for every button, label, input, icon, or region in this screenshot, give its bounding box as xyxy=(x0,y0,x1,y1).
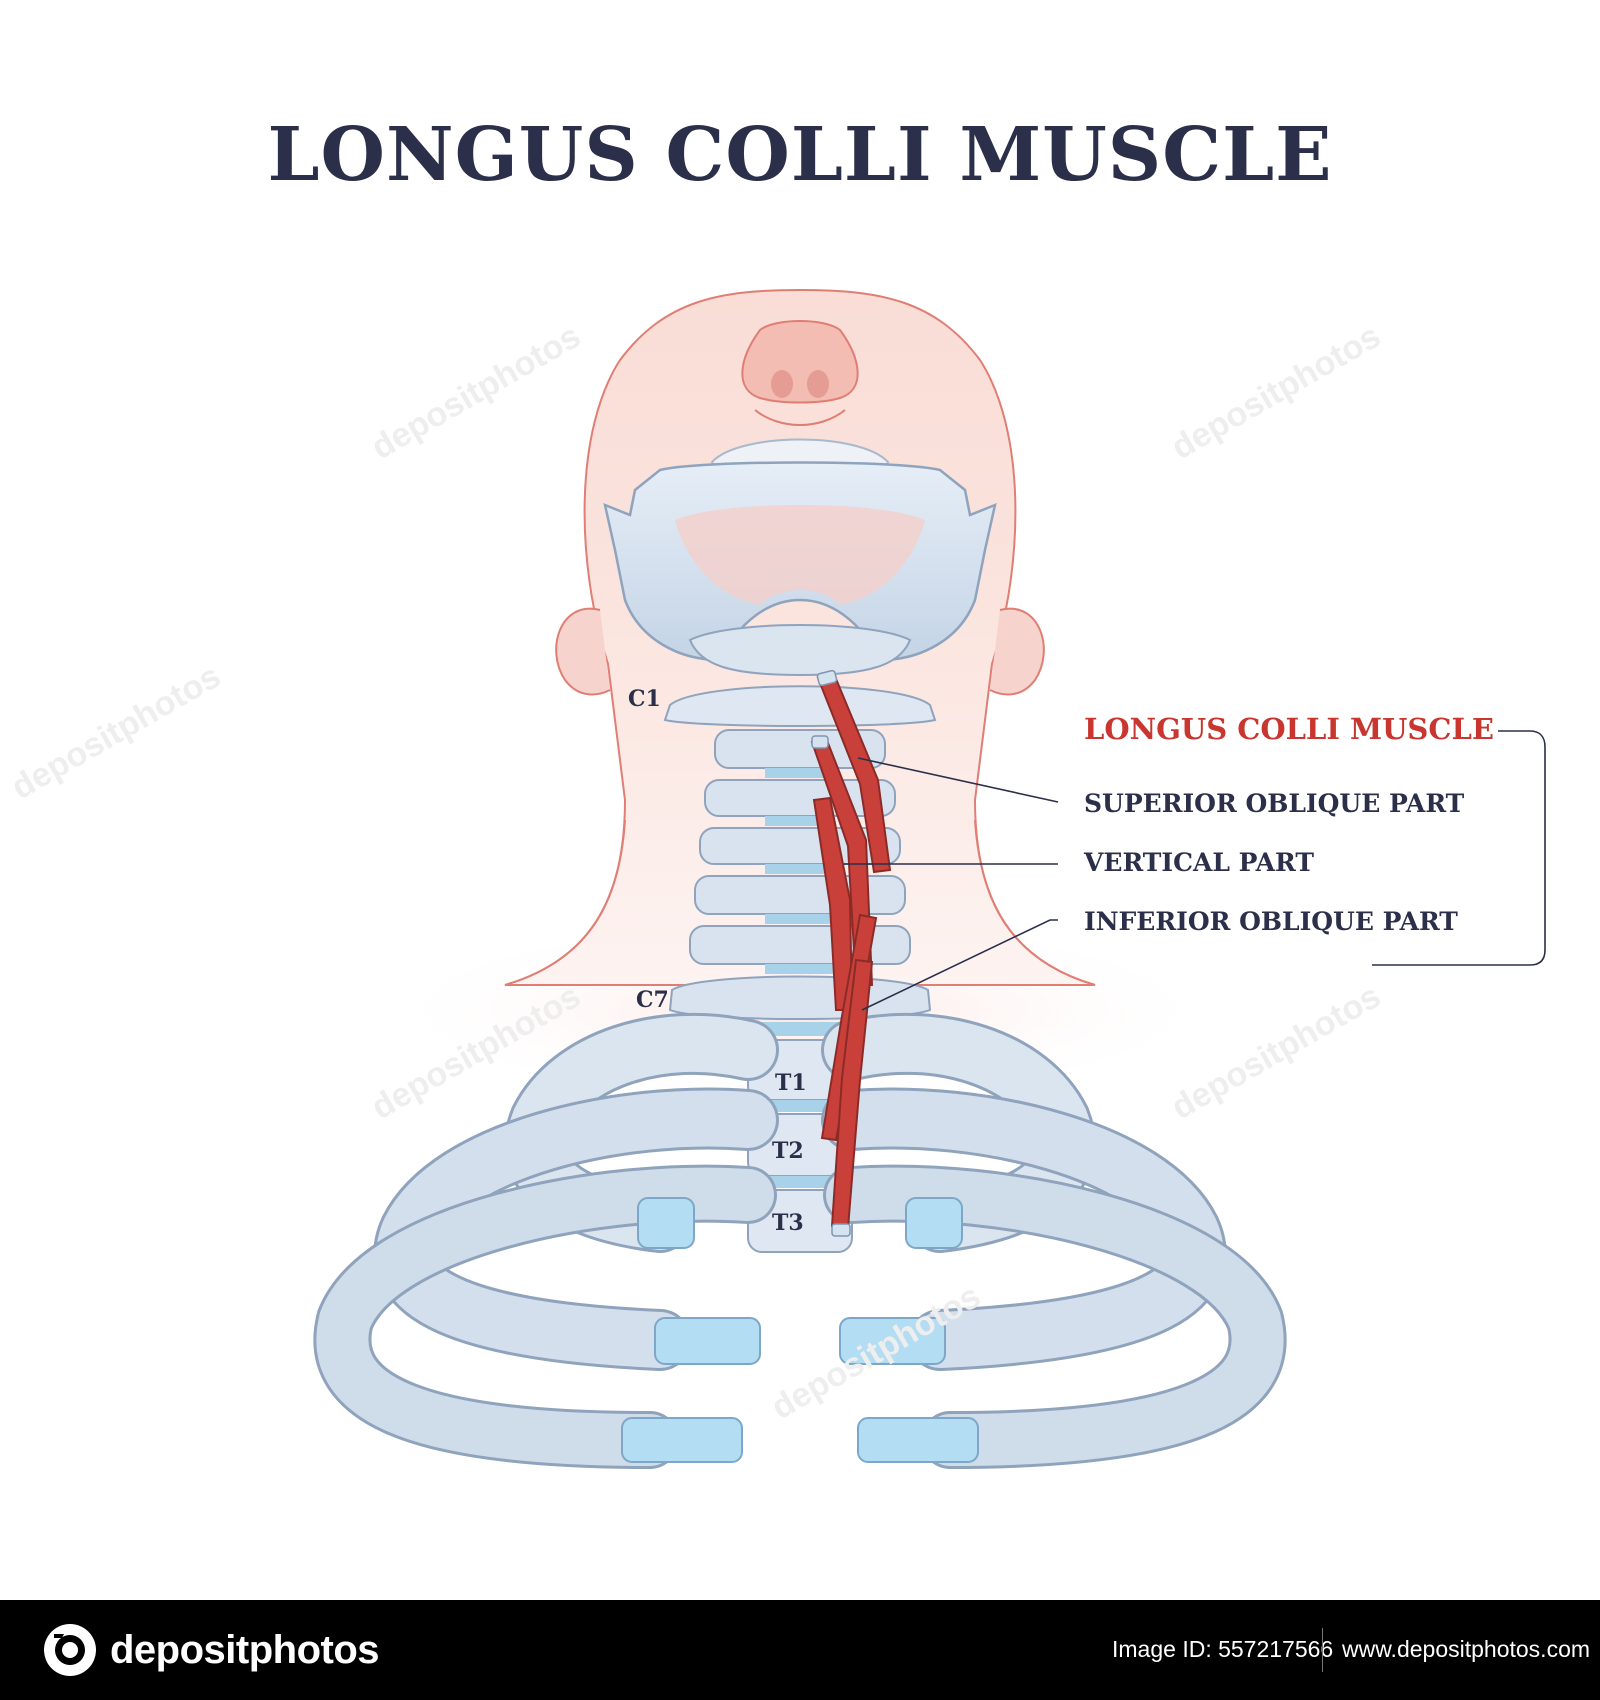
label-t2: T2 xyxy=(772,1138,804,1164)
legend-bracket xyxy=(1372,730,1546,966)
svg-text:depositphotos: depositphotos xyxy=(1165,317,1387,467)
nose xyxy=(741,320,859,404)
label-c1: C1 xyxy=(628,686,661,712)
svg-text:depositphotos: depositphotos xyxy=(365,317,587,467)
anatomy-illustration: depositphotos depositphotos depositphoto… xyxy=(5,288,1546,1469)
site-url-link[interactable]: www.depositphotos.com xyxy=(1342,1636,1591,1662)
footer-divider xyxy=(1322,1628,1323,1672)
left-nostril xyxy=(771,370,793,398)
legend-vertical-part: VERTICAL PART xyxy=(1084,848,1314,877)
costal-cartilage xyxy=(621,1197,979,1463)
vertebra-c6 xyxy=(689,925,911,965)
label-c7: C7 xyxy=(636,987,669,1013)
leader-inferior-oblique xyxy=(861,919,1058,1011)
vertebra-c1 xyxy=(663,685,937,727)
left-neck-line xyxy=(504,819,626,986)
muscle-tendons xyxy=(811,669,851,1237)
legend-inferior-oblique-part: INFERIOR OBLIQUE PART xyxy=(1084,907,1458,936)
camera-icon xyxy=(44,1624,96,1676)
mandible-inner xyxy=(675,505,925,605)
left-ear xyxy=(555,607,611,696)
brand-name: depositphotos xyxy=(110,1627,380,1672)
leader-lines xyxy=(844,730,1546,1011)
vertebra-c7 xyxy=(668,975,932,1020)
svg-text:depositphotos: depositphotos xyxy=(5,657,227,807)
label-t1: T1 xyxy=(775,1070,807,1096)
mouth xyxy=(754,409,846,426)
brand-logo[interactable]: depositphotos xyxy=(42,1618,380,1682)
longus-colli-muscle xyxy=(810,672,892,1230)
right-ear xyxy=(989,607,1045,696)
vertebra-c5 xyxy=(694,875,906,915)
rib-cage xyxy=(313,1012,1287,1469)
image-id: Image ID: 557217566 xyxy=(1112,1636,1334,1662)
label-t3: T3 xyxy=(772,1210,804,1236)
legend-heading: LONGUS COLLI MUSCLE xyxy=(1084,712,1494,746)
right-nostril xyxy=(807,370,829,398)
leader-superior-oblique xyxy=(857,757,1059,803)
right-neck-line xyxy=(974,819,1096,986)
footer-bar: depositphotos Image ID: 557217566 www.de… xyxy=(0,1600,1600,1700)
skull-base xyxy=(688,624,912,677)
legend-superior-oblique-part: SUPERIOR OBLIQUE PART xyxy=(1084,789,1465,818)
page-title: LONGUS COLLI MUSCLE xyxy=(267,112,1333,198)
